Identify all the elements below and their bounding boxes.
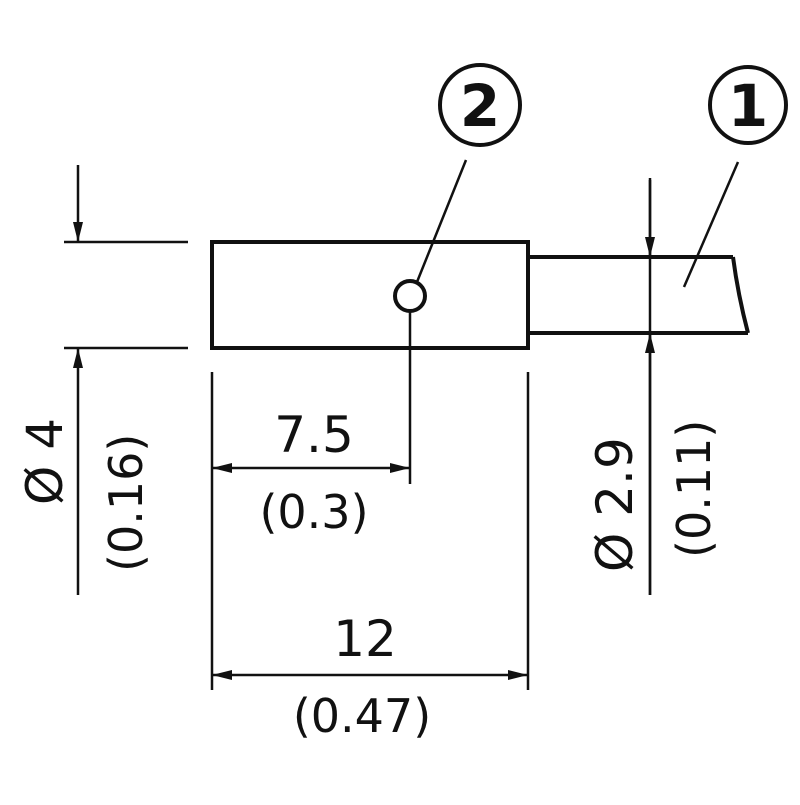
dim-body-length-sub: (0.47) [293,689,431,743]
callout-cable-label: 1 [728,72,768,140]
callout-led-label: 2 [460,72,500,140]
dim-body-length-label: 12 [333,610,397,668]
dim-led-position-sub: (0.3) [259,485,368,539]
sensor-body [210,240,530,350]
callout-led: 2 [438,63,522,147]
dim-body-diameter-label: Ø 4 [16,418,74,505]
dim-body-diameter-sub: (0.16) [99,434,153,572]
cable [528,255,750,335]
dim-led-position-label: 7.5 [274,406,354,464]
dim-cable-diameter-label: Ø 2.9 [586,437,644,572]
callout-cable: 1 [708,65,788,145]
leader-lines [415,159,740,288]
led-indicator [393,279,427,313]
dim-cable-diameter-sub: (0.11) [667,420,721,558]
